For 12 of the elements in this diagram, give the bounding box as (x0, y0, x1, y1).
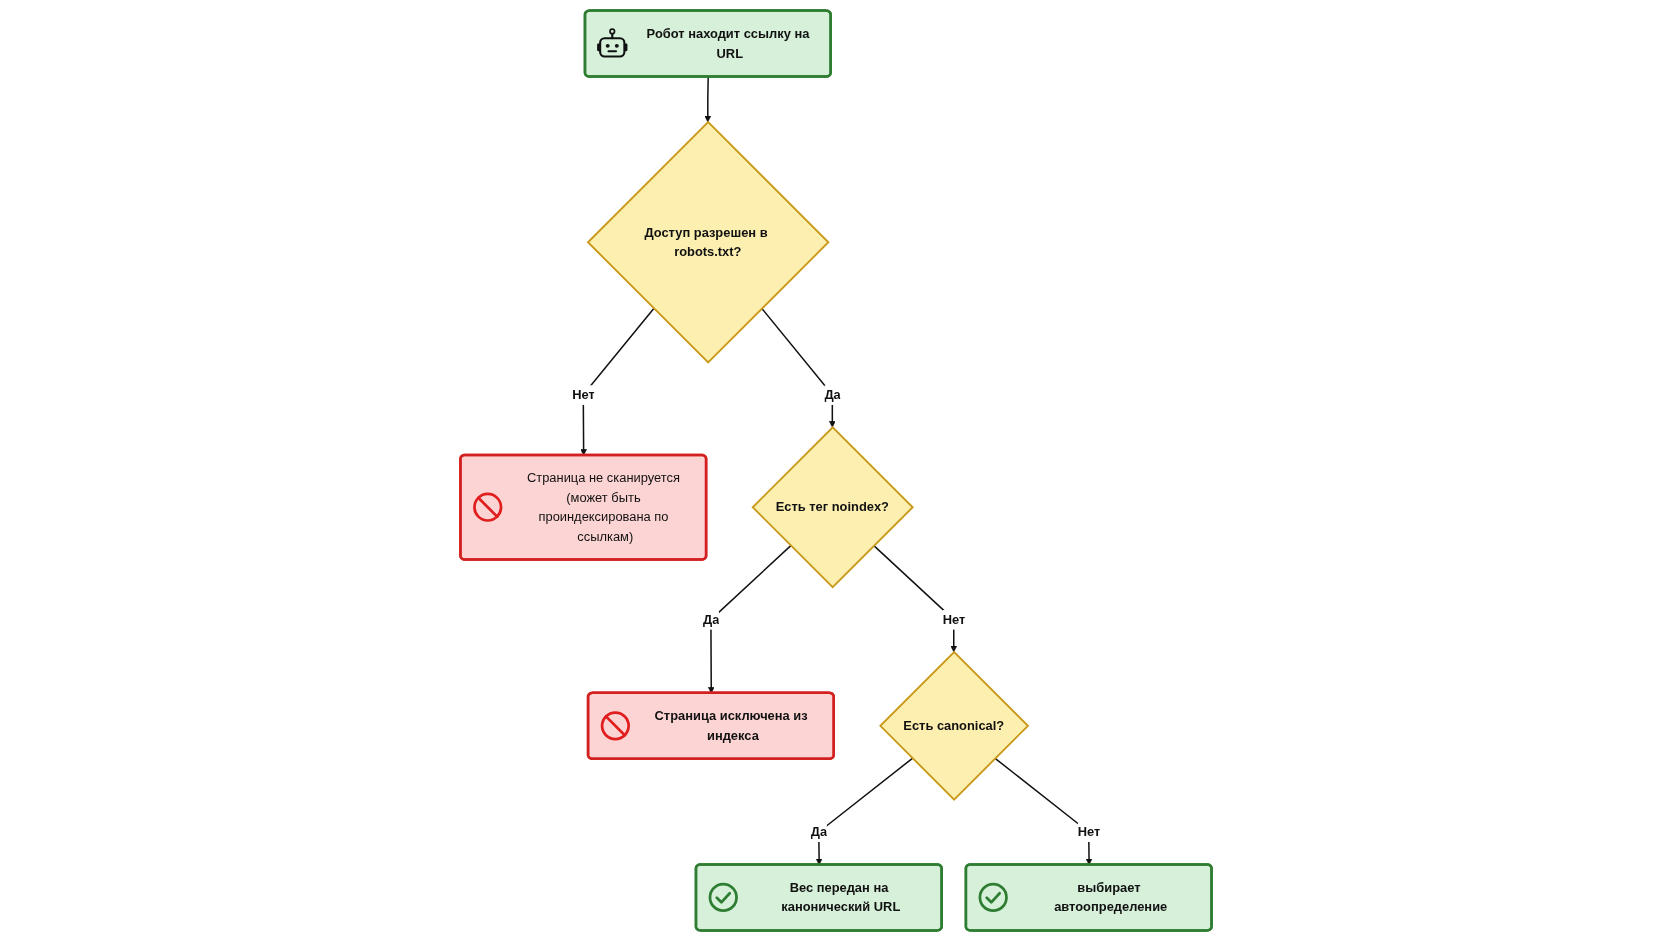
arrow (873, 544, 958, 653)
node-diamond: Доступ разрешен в robots.txt? (586, 120, 830, 364)
node-diamond: Есть canonical? (879, 650, 1030, 801)
edge-label: Нет (572, 387, 595, 402)
edge-label: Да (702, 612, 720, 627)
arrow (704, 76, 712, 123)
edge-label: Нет (1077, 824, 1101, 840)
node-diamond: Есть тег noindex? (751, 425, 915, 589)
edge-label: Да (810, 824, 828, 840)
arrow (761, 307, 836, 428)
edge-label: Да (824, 387, 841, 402)
edge-label: Нет (942, 612, 966, 627)
